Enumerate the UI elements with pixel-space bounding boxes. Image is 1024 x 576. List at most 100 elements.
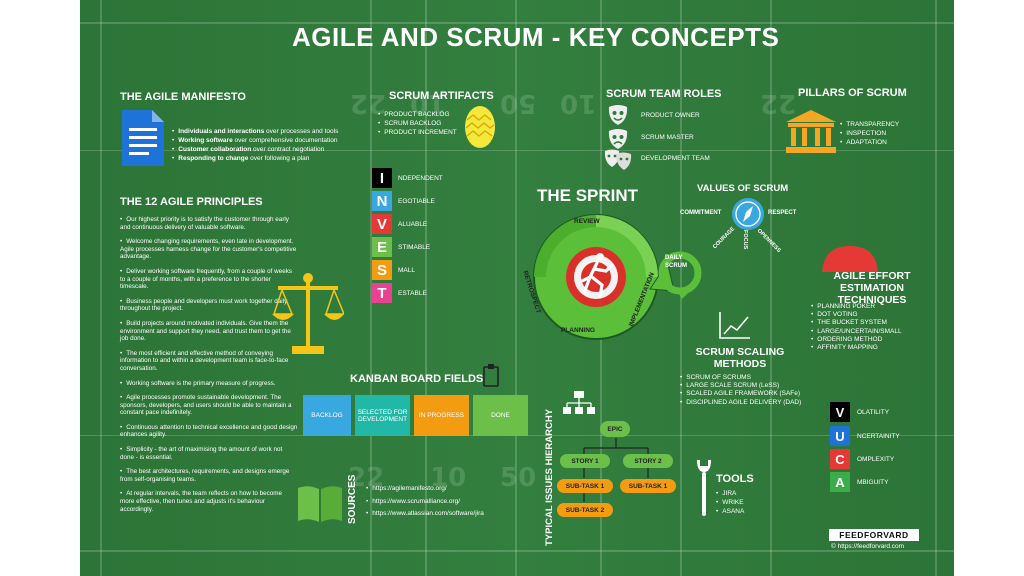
vuca-letter: V (830, 402, 850, 422)
subtask-node: SUB-TASK 2 (557, 503, 613, 517)
epic-node: EPIC (600, 421, 630, 437)
masks-icon (604, 149, 632, 170)
story-node: STORY 1 (560, 454, 610, 468)
tools-title: TOOLS (716, 473, 754, 485)
org-chart-icon (563, 391, 595, 414)
estimation-item: LARGE/UNCERTAIN/SMALL (811, 328, 901, 336)
estimation-item: DOT VOTING (811, 311, 902, 319)
copyright-link[interactable]: © https://feedforvard.com (831, 543, 905, 550)
principle-item: Welcome changing requirements, even late… (120, 238, 298, 261)
sprint-title: THE SPRINT (537, 186, 639, 205)
field-line (100, 0, 102, 576)
estimation-item: ORDERING METHOD (811, 336, 902, 344)
estimation-list: PLANNING POKER DOT VOTING THE BUCKET SYS… (811, 303, 902, 352)
invest-word: STIMABLE (398, 243, 431, 251)
scaling-item: LARGE SCALE SCRUM (LeSS) (680, 382, 801, 390)
principle-item: Agile processes promote sustainable deve… (120, 394, 298, 417)
role-item: PRODUCT OWNER (641, 112, 700, 119)
scaling-list: SCRUM OF SCRUMS LARGE SCALE SCRUM (LeSS)… (680, 374, 801, 407)
invest-word: MALL (398, 266, 415, 274)
scaling-item: SCRUM OF SCRUMS (680, 374, 801, 382)
value-item: FOCUS (742, 230, 748, 250)
field-line (80, 22, 954, 24)
kanban-field-done: DONE (473, 395, 528, 436)
sources-list: https://agilemanifesto.org/ https://www.… (366, 483, 484, 521)
principles-list: Our highest priority is to satisfy the c… (120, 216, 298, 520)
source-link[interactable]: https://www.scrumalliance.org/ (366, 496, 484, 509)
field-number: 10 (560, 88, 597, 118)
field-line (515, 0, 517, 576)
principle-item: Deliver working software frequently, fro… (120, 268, 298, 291)
scaling-title-line: SCRUM SCALING (695, 346, 785, 358)
values-title: VALUES OF SCRUM (697, 183, 789, 194)
invest-row: V ALUABLE (372, 214, 427, 234)
value-item: RESPECT (768, 210, 797, 216)
egg-icon (465, 106, 495, 148)
invest-row: T ESTABLE (372, 283, 427, 303)
kanban-field-backlog: BACKLOG (303, 395, 351, 436)
clipboard-icon (483, 364, 499, 387)
principle-item: At regular intervals, the team reflects … (120, 490, 298, 513)
tool-item: WRIKE (716, 498, 744, 507)
book-icon (298, 486, 342, 522)
pillar-item: ADAPTATION (840, 138, 899, 147)
field-number: 50 (500, 88, 537, 118)
invest-row: E STIMABLE (372, 237, 430, 257)
rugby-ball-icon (822, 246, 878, 272)
role-item: DEVELOPMENT TEAM (641, 155, 710, 162)
sources-title: SOURCES (347, 474, 358, 524)
sprint-cycle-diagram (533, 214, 702, 340)
scales-icon (272, 273, 344, 354)
field-line (80, 150, 954, 151)
estimation-title: AGILE EFFORT ESTIMATION TECHNIQUES (812, 270, 932, 306)
artifact-item: PRODUCT INCREMENT (378, 128, 456, 137)
field-line (80, 550, 954, 552)
vuca-word: MBIGUITY (857, 478, 889, 486)
subtask-node: SUB-TASK 1 (620, 479, 676, 493)
manifesto-item: Customer collaboration over contract neg… (172, 145, 362, 154)
tool-item: JIRA (716, 489, 744, 498)
invest-letter: E (372, 237, 392, 257)
scaling-item: DISCIPLINED AGILE DELIVERY (DAD) (680, 399, 801, 407)
principles-title: THE 12 AGILE PRINCIPLES (120, 196, 263, 208)
manifesto-list: Individuals and interactions over proces… (172, 127, 362, 163)
pillars-title: PILLARS OF SCRUM (798, 87, 907, 99)
kanban-field-selected: SELECTED FOR DEVELOPMENT (355, 395, 410, 436)
sprint-label-scrum: SCRUM (665, 263, 687, 269)
role-item: SCRUM MASTER (641, 134, 694, 141)
tools-list: JIRA WRIKE ASANA (716, 489, 744, 516)
principle-item: Business people and developers must work… (120, 298, 298, 313)
manifesto-item: Working software over comprehensive docu… (172, 136, 362, 145)
estimation-item: THE BUCKET SYSTEM (811, 319, 902, 327)
invest-word: ALUABLE (398, 220, 428, 228)
estimation-title-line: AGILE EFFORT (833, 270, 911, 282)
source-link[interactable]: https://agilemanifesto.org/ (366, 483, 484, 496)
estimation-item: AFFINITY MAPPING (811, 344, 902, 352)
invest-letter: V (372, 214, 392, 234)
pillar-item: TRANSPARENCY (840, 120, 899, 129)
subtask-node: SUB-TASK 1 (557, 479, 613, 493)
page-title: AGILE AND SCRUM - KEY CONCEPTS (292, 22, 780, 52)
invest-word: ESTABLE (398, 289, 427, 297)
artifact-item: PRODUCT BACKLOG (378, 110, 457, 119)
story-node: STORY 2 (623, 454, 673, 468)
scaling-title-line: METHODS (713, 358, 767, 370)
scaling-title: SCRUM SCALING METHODS (690, 346, 790, 370)
source-link[interactable]: https://www.atlassian.com/software/jira (366, 508, 484, 521)
roles-title: SCRUM TEAM ROLES (606, 88, 722, 100)
brand-logo: FEEDFORVARD (829, 529, 919, 541)
field-line (370, 0, 372, 576)
invest-letter: T (372, 283, 392, 303)
artifact-item: SCRUM BACKLOG (378, 119, 457, 128)
sprint-label-daily: DAILY (665, 255, 683, 261)
pillars-icon (786, 110, 836, 153)
invest-letter: I (372, 168, 392, 188)
kanban-title: KANBAN BOARD FIELDS (350, 373, 484, 385)
pillar-item: INSPECTION (840, 129, 899, 138)
sprint-label-review: REVIEW (574, 218, 600, 225)
